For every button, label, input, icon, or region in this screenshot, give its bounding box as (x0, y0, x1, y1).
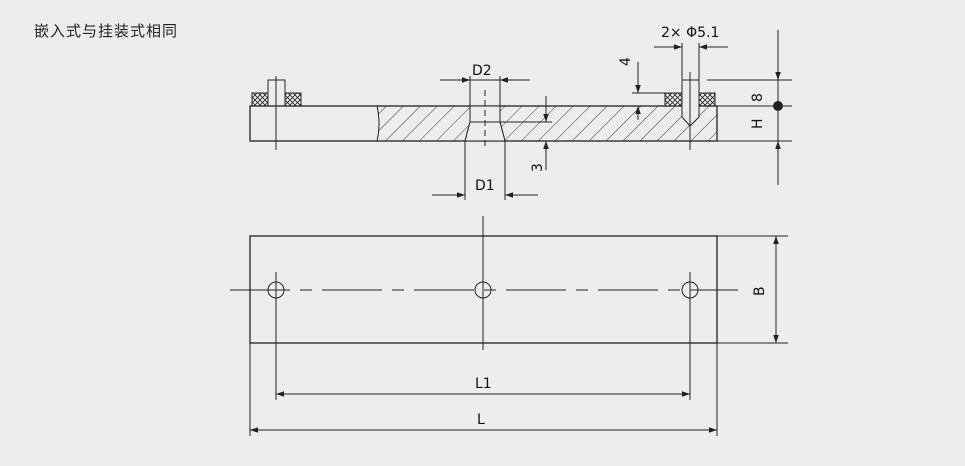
left-knurl-b (284, 92, 302, 107)
label-dim-4: 4 (618, 57, 634, 66)
top-view: B L1 L (230, 216, 788, 436)
label-d2: D2 (472, 63, 492, 79)
label-dim-l1: L1 (475, 376, 492, 392)
section-hatch-left (376, 105, 471, 142)
label-hole-spec: 2× Φ5.1 (661, 25, 719, 41)
label-dim-l: L (477, 412, 485, 428)
right-knurl-a (664, 92, 683, 107)
right-knurl-b (698, 92, 716, 107)
left-knurl-a (251, 92, 269, 107)
label-dim-h: H (750, 118, 766, 129)
drawing-caption: 嵌入式与挂装式相同 (34, 22, 179, 40)
label-dim-b: B (752, 286, 768, 296)
label-dim-8: 8 (750, 93, 766, 102)
dimension-dot (773, 101, 783, 111)
label-dim-3: 3 (530, 163, 546, 172)
label-d1: D1 (475, 178, 495, 194)
side-section-view: D2 D1 3 4 2× Φ5.1 8 H (249, 25, 792, 200)
